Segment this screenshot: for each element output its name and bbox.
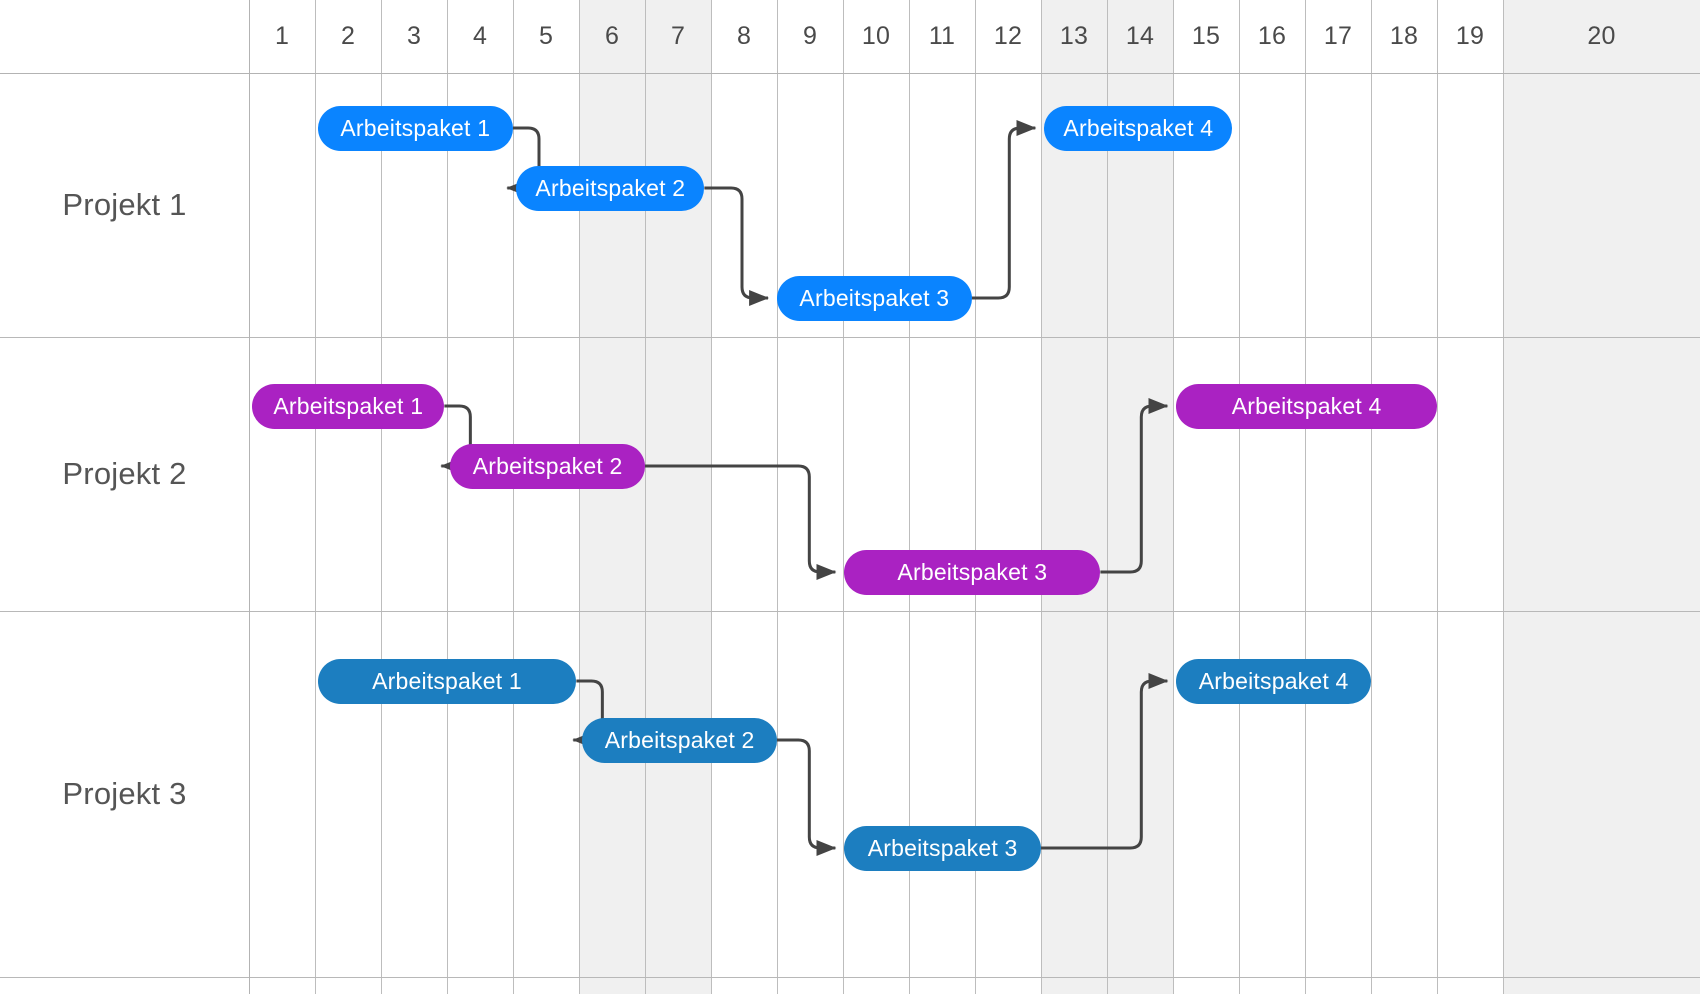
row-divider-2 bbox=[0, 611, 1700, 612]
task-bar-1-2[interactable]: Arbeitspaket 2 bbox=[516, 165, 705, 211]
gridline-col-3 bbox=[381, 0, 382, 994]
timeline-tick-16[interactable]: 16 bbox=[1257, 22, 1287, 50]
gridline-col-11 bbox=[909, 0, 910, 994]
link-1-2-to-3 bbox=[704, 186, 770, 306]
row-divider-3 bbox=[0, 977, 1700, 978]
task-bar-2-1[interactable]: Arbeitspaket 1 bbox=[252, 383, 445, 429]
link-1-3-to-4 bbox=[971, 120, 1037, 300]
timeline-tick-14[interactable]: 14 bbox=[1125, 22, 1155, 50]
row-label-projekt-3[interactable]: Projekt 3 bbox=[62, 776, 187, 811]
gridline-col-6 bbox=[579, 0, 580, 994]
gridline-col-8 bbox=[711, 0, 712, 994]
gridline-col-5 bbox=[513, 0, 514, 994]
timeline-tick-12[interactable]: 12 bbox=[993, 22, 1023, 50]
timeline-tick-19[interactable]: 19 bbox=[1455, 22, 1485, 50]
gridline-col-2 bbox=[315, 0, 316, 994]
timeline-tick-15[interactable]: 15 bbox=[1191, 22, 1221, 50]
timeline-tick-11[interactable]: 11 bbox=[928, 22, 956, 50]
gridline-col-18 bbox=[1371, 0, 1372, 994]
gridline-col-17 bbox=[1305, 0, 1306, 994]
task-bar-3-2[interactable]: Arbeitspaket 2 bbox=[582, 717, 777, 763]
timeline-tick-10[interactable]: 10 bbox=[861, 22, 891, 50]
timeline-tick-20[interactable]: 20 bbox=[1587, 22, 1616, 50]
gridline-col-12 bbox=[975, 0, 976, 994]
header-divider bbox=[0, 73, 1700, 74]
timeline-tick-9[interactable]: 9 bbox=[802, 22, 818, 50]
gridline-col-10 bbox=[843, 0, 844, 994]
label-gutter-divider bbox=[249, 0, 250, 994]
timeline-tick-1[interactable]: 1 bbox=[274, 22, 290, 50]
timeline-tick-7[interactable]: 7 bbox=[670, 22, 686, 50]
task-bar-2-2[interactable]: Arbeitspaket 2 bbox=[450, 443, 645, 489]
timeline-tick-4[interactable]: 4 bbox=[472, 22, 488, 50]
gridline-col-20 bbox=[1503, 0, 1504, 994]
row-label-projekt-1[interactable]: Projekt 1 bbox=[62, 187, 187, 222]
timeline-tick-13[interactable]: 13 bbox=[1059, 22, 1089, 50]
shaded-column-7 bbox=[645, 0, 711, 994]
gridline-col-7 bbox=[645, 0, 646, 994]
row-divider-1 bbox=[0, 337, 1700, 338]
task-bar-2-4[interactable]: Arbeitspaket 4 bbox=[1176, 383, 1437, 429]
gridline-col-9 bbox=[777, 0, 778, 994]
task-bar-1-3[interactable]: Arbeitspaket 3 bbox=[777, 275, 972, 321]
shaded-column-20 bbox=[1503, 0, 1700, 994]
gridline-col-19 bbox=[1437, 0, 1438, 994]
gridline-col-15 bbox=[1173, 0, 1174, 994]
row-label-projekt-2[interactable]: Projekt 2 bbox=[62, 456, 187, 491]
timeline-tick-6[interactable]: 6 bbox=[604, 22, 620, 50]
timeline-tick-5[interactable]: 5 bbox=[538, 22, 554, 50]
gridline-col-13 bbox=[1041, 0, 1042, 994]
task-bar-1-1[interactable]: Arbeitspaket 1 bbox=[317, 105, 513, 151]
link-3-2-to-3 bbox=[777, 738, 837, 856]
timeline-tick-3[interactable]: 3 bbox=[406, 22, 422, 50]
task-bar-1-4[interactable]: Arbeitspaket 4 bbox=[1044, 105, 1233, 151]
gridline-col-4 bbox=[447, 0, 448, 994]
task-bar-2-3[interactable]: Arbeitspaket 3 bbox=[844, 549, 1101, 595]
gridline-col-16 bbox=[1239, 0, 1240, 994]
timeline-tick-8[interactable]: 8 bbox=[736, 22, 752, 50]
timeline-tick-18[interactable]: 18 bbox=[1389, 22, 1419, 50]
timeline-tick-2[interactable]: 2 bbox=[340, 22, 356, 50]
timeline-tick-17[interactable]: 17 bbox=[1323, 22, 1353, 50]
task-bar-3-3[interactable]: Arbeitspaket 3 bbox=[844, 825, 1041, 871]
task-bar-3-1[interactable]: Arbeitspaket 1 bbox=[317, 658, 577, 704]
task-bar-3-4[interactable]: Arbeitspaket 4 bbox=[1176, 658, 1371, 704]
shaded-column-6 bbox=[579, 0, 645, 994]
